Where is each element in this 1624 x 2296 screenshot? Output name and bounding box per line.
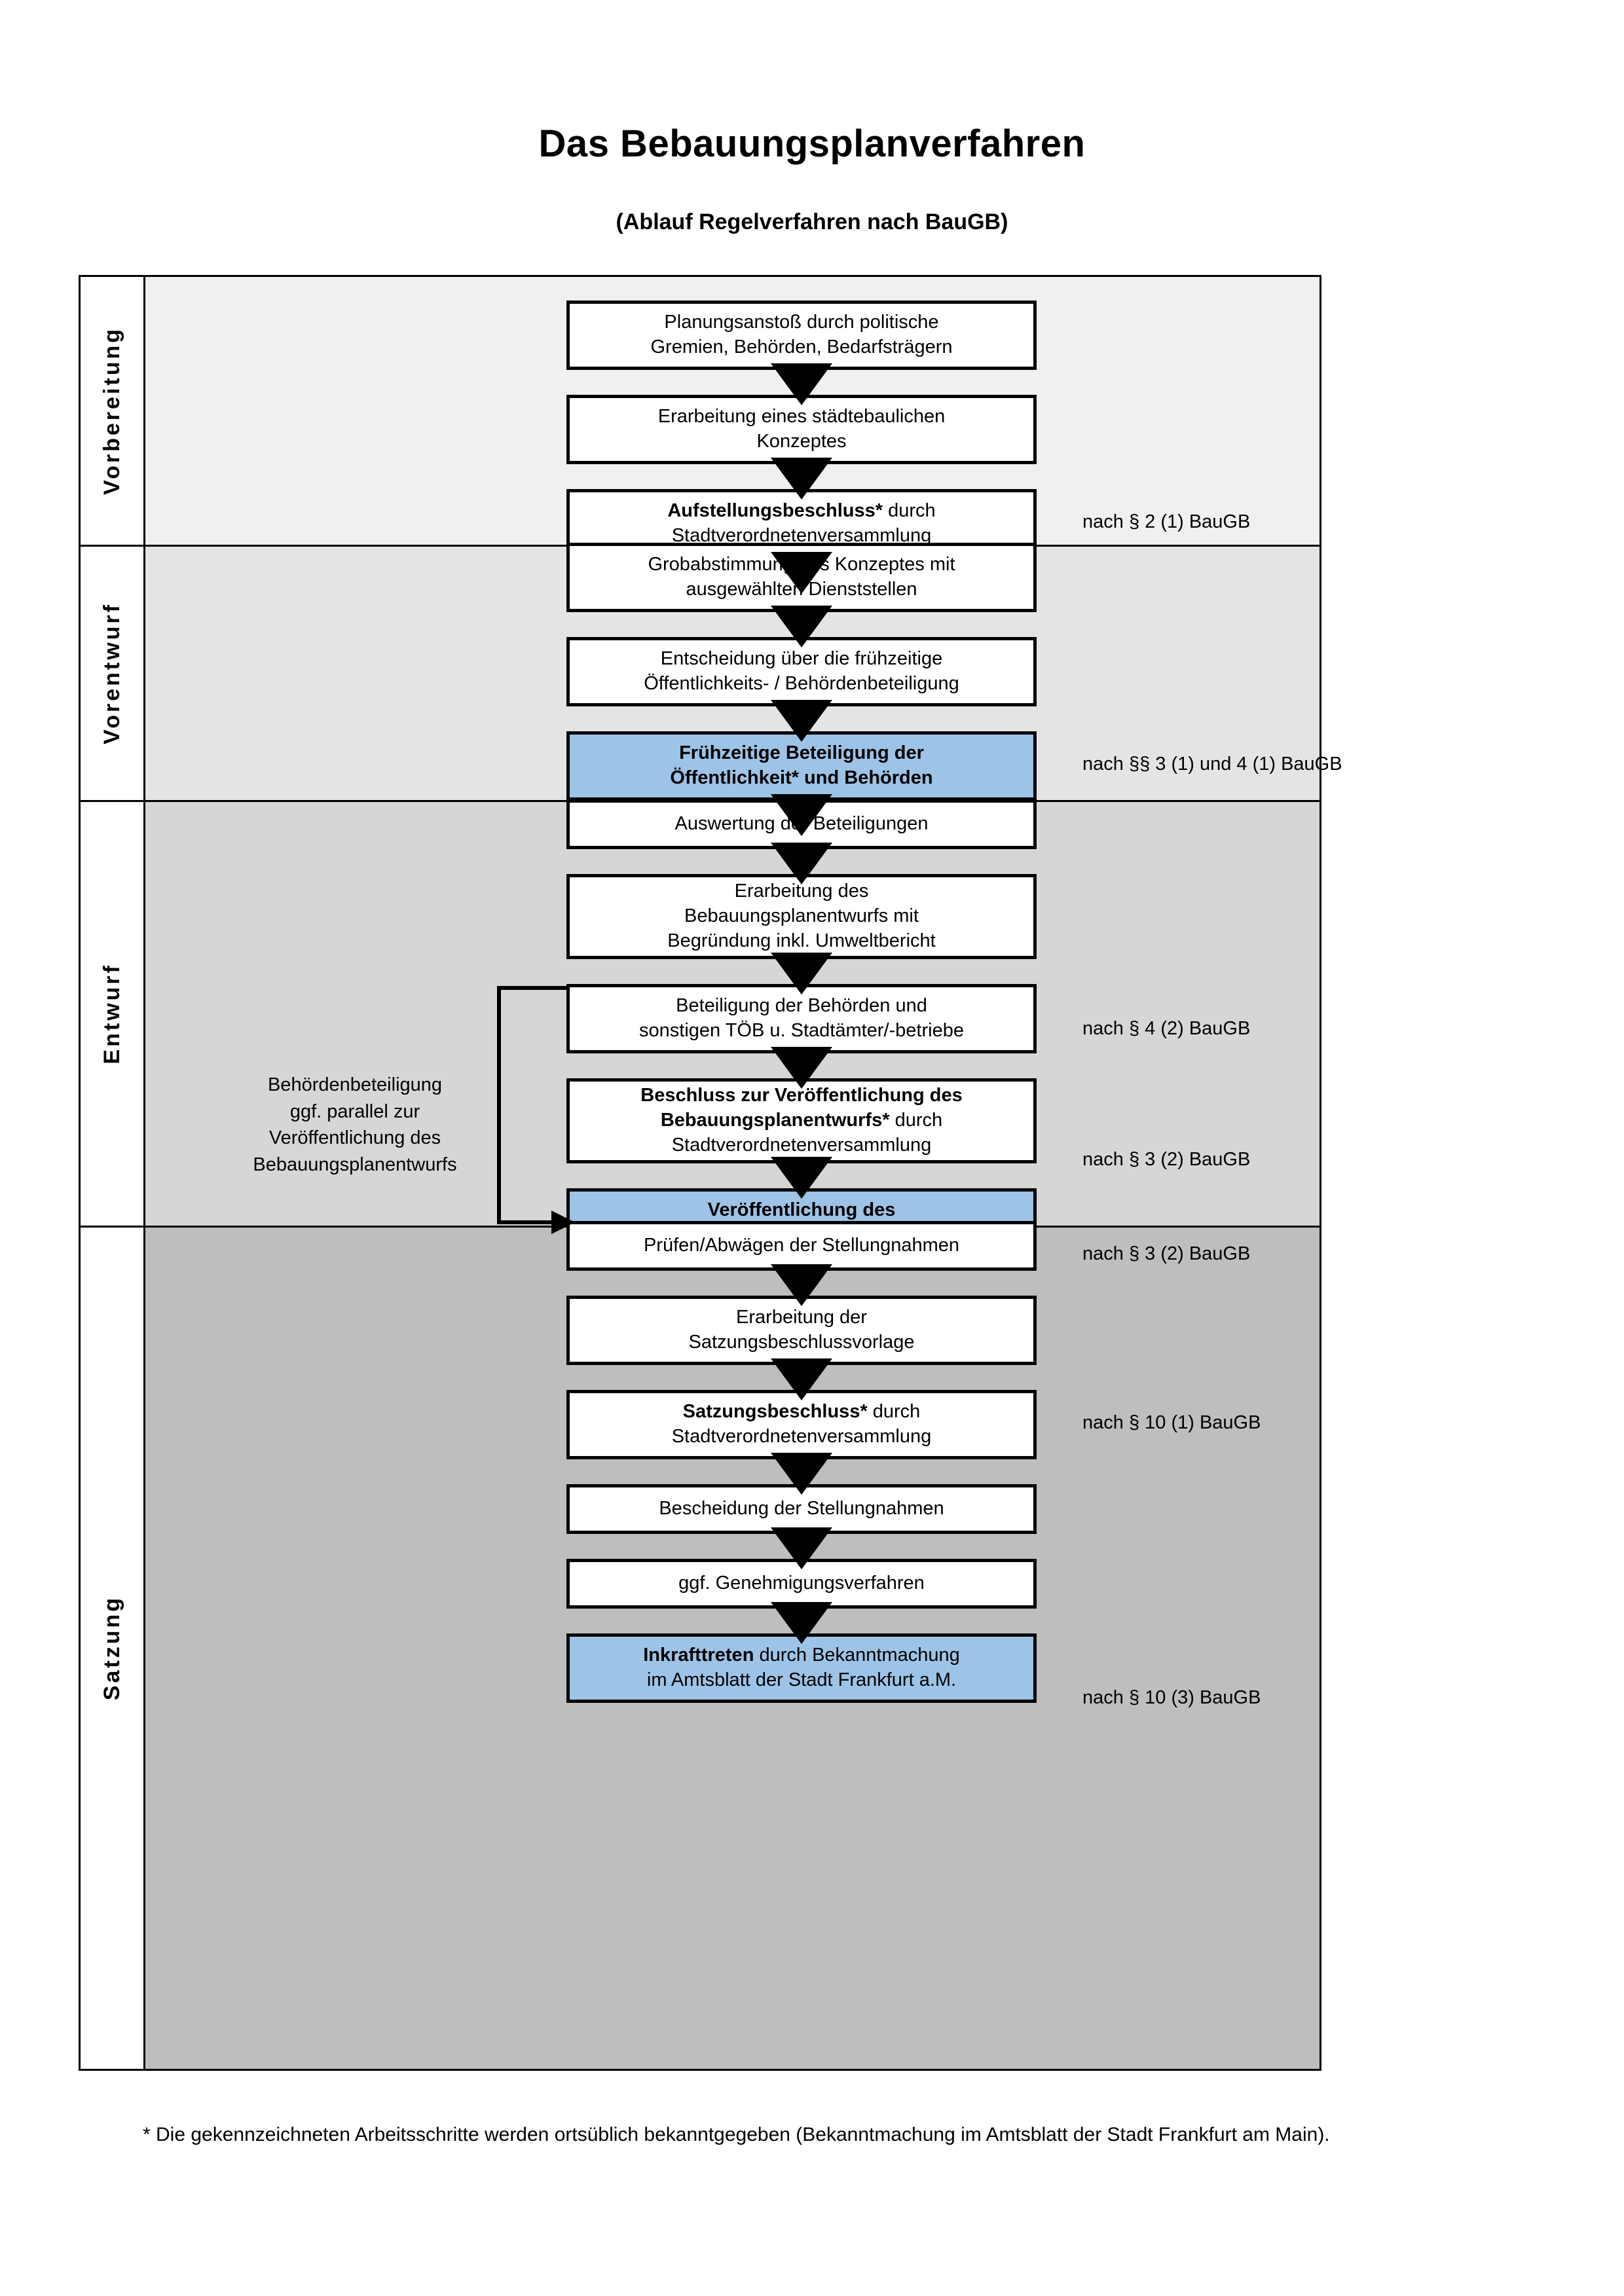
step-line-suffix: durch (889, 1110, 943, 1131)
flowchart-frame: Vorbereitung Planungsanstoß durch politi… (79, 275, 1342, 2071)
step-line-bold: Satzungsbeschluss* (682, 1401, 868, 1423)
step-line: im Amtsblatt der Stadt Frankfurt a.M. (646, 1669, 957, 1690)
step-beteiligung-behoerden-toeb[interactable]: Beteiligung der Behörden und sonstigen T… (566, 984, 1037, 1053)
step-line: Stadtverordnetenversammlung (671, 525, 932, 546)
lane-satzung: Satzung Prüfen/Abwägen der Stellungnahme… (81, 1221, 1320, 2069)
step-beschluss-veroeffentlichung[interactable]: Beschluss zur Veröffentlichung des Bebau… (566, 1078, 1037, 1163)
step-satzungsbeschluss[interactable]: Satzungsbeschluss* durch Stadtverordnete… (566, 1390, 1037, 1459)
step-line: Konzeptes (756, 431, 847, 452)
lane-vorbereitung: Vorbereitung Planungsanstoß durch politi… (81, 277, 1320, 558)
footnote: * Die gekennzeichneten Arbeitsschritte w… (143, 2124, 1330, 2145)
step-erarbeitung-bebauungsplanentwurf[interactable]: Erarbeitung des Bebauungsplanentwurfs mi… (566, 874, 1037, 959)
lane-body-satzung: Prüfen/Abwägen der Stellungnahmen Erarbe… (145, 1221, 1320, 2069)
lane-body-entwurf: Auswertung der Beteiligungen Erarbeitung… (145, 799, 1320, 1264)
step-line: Erarbeitung der (736, 1307, 867, 1328)
step-line: Erarbeitung des (734, 881, 869, 902)
step-fruehzeitige-beteiligung[interactable]: Frühzeitige Beteiligung der Öffentlichke… (566, 731, 1037, 801)
legal-reference: nach § 10 (3) BauGB (1082, 1687, 1261, 1708)
step-inkrafttreten[interactable]: Inkrafttreten durch Bekanntmachung im Am… (566, 1633, 1037, 1703)
lane-vorentwurf: Vorentwurf Grobabstimmung des Konzeptes … (81, 543, 1342, 802)
lane-label-vorentwurf: Vorentwurf (81, 547, 145, 800)
step-line-bold: Öffentlichkeit* und Behörden (670, 767, 933, 788)
legal-reference: nach § 3 (2) BauGB (1082, 1149, 1251, 1170)
step-planungsanstoss[interactable]: Planungsanstoß durch politische Gremien,… (566, 301, 1037, 370)
step-auswertung-beteiligungen[interactable]: Auswertung der Beteiligungen (566, 799, 1037, 849)
side-note-line: Bebauungsplanentwurfs (253, 1154, 457, 1175)
step-entscheidung-fruehzeitige-beteiligung[interactable]: Entscheidung über die frühzeitige Öffent… (566, 637, 1037, 706)
step-line-bold: Frühzeitige Beteiligung der (679, 742, 924, 764)
step-line: Gremien, Behörden, Bedarfsträgern (650, 337, 953, 357)
step-line-bold: Aufstellungsbeschluss* (667, 500, 883, 522)
step-line-bold: Veröffentlichung des (707, 1199, 896, 1221)
lane-body-vorbereitung: Planungsanstoß durch politische Gremien,… (145, 277, 1320, 558)
step-line: Bescheidung der Stellungnahmen (659, 1498, 944, 1520)
step-line-bold: Bebauungsplanentwurfs* (660, 1110, 890, 1131)
step-line: Auswertung der Beteiligungen (674, 813, 929, 835)
step-genehmigungsverfahren[interactable]: ggf. Genehmigungsverfahren (566, 1559, 1037, 1609)
legal-reference: nach § 3 (2) BauGB (1082, 1243, 1251, 1264)
step-line: Planungsanstoß durch politische (664, 312, 939, 333)
legal-reference: nach §§ 3 (1) und 4 (1) BauGB (1082, 754, 1342, 774)
side-note-line: Behördenbeteiligung (267, 1074, 443, 1095)
side-note-line: ggf. parallel zur (289, 1101, 420, 1122)
step-line: Erarbeitung eines städtebaulichen (657, 406, 946, 428)
step-line-suffix: durch (883, 500, 936, 522)
lane-label-text: Vorbereitung (99, 326, 124, 496)
step-line: Prüfen/Abwägen der Stellungnahmen (643, 1235, 960, 1256)
step-line: Stadtverordnetenversammlung (671, 1426, 932, 1447)
step-line: Bebauungsplanentwurfs mit (684, 905, 919, 927)
step-line-bold: Beschluss zur Veröffentlichung des (640, 1085, 963, 1106)
lane-label-text: Entwurf (99, 963, 124, 1065)
step-staedtebauliches-konzept[interactable]: Erarbeitung eines städtebaulichen Konzep… (566, 395, 1037, 464)
side-note-line: Veröffentlichung des (268, 1127, 441, 1149)
step-line-bold: Inkrafttreten (643, 1645, 754, 1666)
legal-reference: nach § 4 (2) BauGB (1082, 1018, 1251, 1039)
step-bescheidung-stellungnahmen[interactable]: Bescheidung der Stellungnahmen (566, 1484, 1037, 1534)
step-line: ausgewählten Dienststellen (686, 579, 917, 600)
step-erarbeitung-satzungsbeschlussvorlage[interactable]: Erarbeitung der Satzungsbeschlussvorlage (566, 1296, 1037, 1365)
step-line: Grobabstimmung des Konzeptes mit (648, 554, 955, 575)
lane-label-vorbereitung: Vorbereitung (81, 277, 145, 545)
step-line: ggf. Genehmigungsverfahren (678, 1573, 925, 1594)
legal-reference: nach § 10 (1) BauGB (1082, 1412, 1261, 1433)
page-title: Das Bebauungsplanverfahren (538, 122, 1086, 165)
step-line: Satzungsbeschlussvorlage (688, 1332, 915, 1353)
step-line: Stadtverordnetenversammlung (671, 1134, 932, 1156)
lane-label-text: Satzung (99, 1595, 124, 1701)
step-pruefen-abwaegen[interactable]: Prüfen/Abwägen der Stellungnahmen (566, 1221, 1037, 1271)
step-line-suffix: durch (867, 1401, 921, 1423)
lane-label-entwurf: Entwurf (81, 802, 145, 1226)
step-line: Entscheidung über die frühzeitige (660, 648, 943, 670)
step-line: Beteiligung der Behörden und (676, 995, 927, 1017)
step-line-suffix: durch Bekanntmachung (754, 1645, 960, 1666)
step-line: sonstigen TÖB u. Stadtämter/-betriebe (639, 1020, 964, 1041)
lane-label-text: Vorentwurf (99, 602, 124, 744)
step-grobabstimmung[interactable]: Grobabstimmung des Konzeptes mit ausgewä… (566, 543, 1037, 612)
legal-reference: nach § 2 (1) BauGB (1082, 511, 1251, 532)
page-subtitle: (Ablauf Regelverfahren nach BauGB) (616, 210, 1008, 234)
step-line: Öffentlichkeits- / Behördenbeteiligung (644, 673, 959, 694)
lane-label-satzung: Satzung (81, 1228, 145, 2069)
side-note-behoerdenbeteiligung: Behördenbeteiligung ggf. parallel zur Ve… (172, 1072, 538, 1178)
step-line: Begründung inkl. Umweltbericht (667, 930, 936, 951)
lane-body-vorentwurf: Grobabstimmung des Konzeptes mit ausgewä… (145, 543, 1342, 801)
lane-entwurf: Entwurf Auswertung der Beteiligungen Era… (81, 799, 1320, 1264)
